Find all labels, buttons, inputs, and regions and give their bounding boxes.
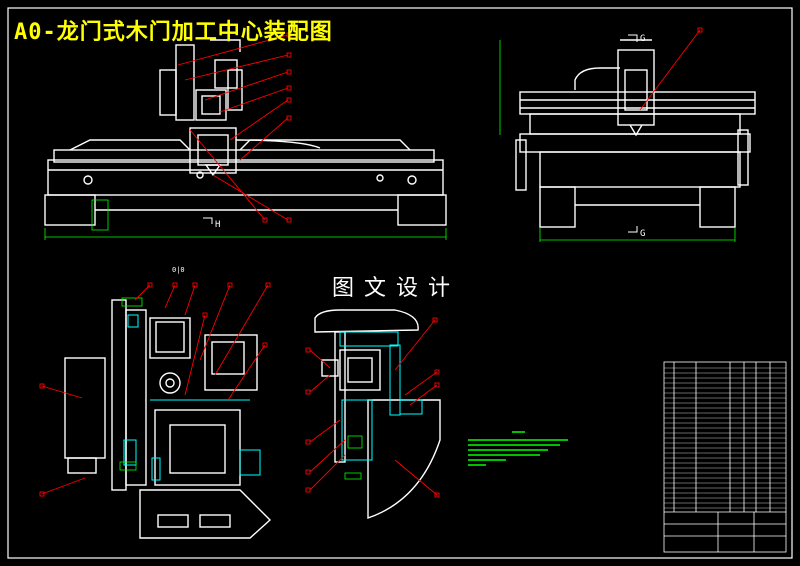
parts-list-table <box>663 361 787 553</box>
balloon-markers <box>39 27 703 498</box>
detail-top-mark: 0|0 <box>172 266 185 274</box>
detail-view-left-dims <box>119 297 143 471</box>
front-section-mark <box>203 217 213 224</box>
side-view-dimensions <box>499 40 736 242</box>
front-section-label: H <box>215 220 220 230</box>
detail-view-left-highlights <box>123 314 261 481</box>
side-section-label-top: G <box>640 34 645 44</box>
front-view-dimensions <box>44 199 447 240</box>
technical-notes <box>468 431 568 466</box>
watermark-text: 图文设计 <box>332 276 461 301</box>
side-view <box>515 39 756 228</box>
drawing-border <box>7 7 793 559</box>
detail-view-right-dims <box>344 435 363 480</box>
detail-view-left <box>64 299 272 539</box>
parts-list-rows <box>664 367 786 509</box>
detail-view-right-highlights <box>339 331 423 461</box>
front-view <box>44 39 447 226</box>
drawing-title: A0-龙门式木门加工中心装配图 <box>14 20 333 45</box>
side-section-marks <box>628 34 638 233</box>
side-section-label-bottom: G <box>640 229 645 239</box>
leader-lines <box>41 29 701 496</box>
detail-view-right <box>314 309 441 519</box>
